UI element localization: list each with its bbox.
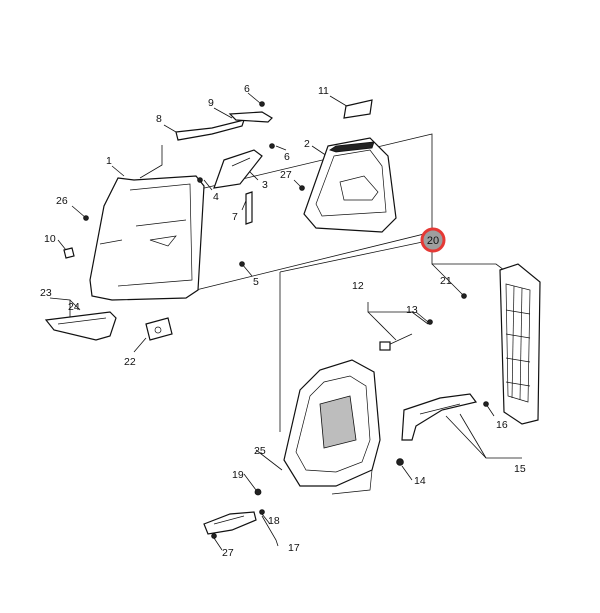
callout-8: 8 — [156, 113, 162, 125]
callout-14: 14 — [414, 475, 426, 487]
callout-6b: 6 — [284, 151, 290, 163]
callout-3: 3 — [262, 179, 268, 191]
callout-25: 25 — [254, 445, 266, 457]
callout-23: 23 — [40, 287, 52, 299]
callout-17: 17 — [288, 542, 300, 554]
highlight-ring-icon — [420, 227, 446, 253]
part-17-18-lower-piece — [203, 511, 257, 535]
callout-26: 26 — [56, 195, 68, 207]
part-2-headlamp — [303, 137, 397, 233]
part-8-trim-strip — [175, 119, 245, 141]
callout-2: 2 — [304, 138, 310, 150]
callout-24: 24 — [68, 301, 80, 313]
part-23-24-lower-trim — [44, 311, 117, 341]
highlighted-callout-20[interactable]: 20 — [420, 227, 446, 253]
callout-21: 21 — [440, 275, 452, 287]
callout-15: 15 — [514, 463, 526, 475]
callout-9: 9 — [208, 97, 214, 109]
callout-27a: 27 — [280, 169, 292, 181]
part-22-cover-plate — [145, 317, 173, 341]
callout-labels: 1 2 3 4 5 6 6 7 8 9 10 11 12 13 14 15 16… — [40, 83, 526, 559]
part-15-16-arm-bracket — [401, 393, 478, 441]
callout-4: 4 — [213, 191, 219, 203]
callout-10: 10 — [44, 233, 56, 245]
callout-22: 22 — [124, 356, 136, 368]
part-9-upper-trim — [228, 111, 273, 123]
callout-11: 11 — [318, 85, 329, 97]
part-1-lamp-housing — [89, 175, 205, 301]
callout-6a: 6 — [244, 83, 250, 95]
part-3-lens-insert — [213, 149, 263, 189]
part-12-13-bolt — [379, 333, 413, 351]
callout-13: 13 — [406, 304, 418, 316]
callout-20: 20 — [427, 235, 439, 247]
callout-5: 5 — [253, 276, 259, 288]
leader-lines — [49, 92, 522, 551]
callout-1: 1 — [106, 155, 112, 167]
callout-19: 19 — [232, 469, 244, 481]
callout-7: 7 — [232, 211, 238, 223]
part-20-grille-panel — [499, 263, 541, 425]
part-25-mounting-frame — [283, 359, 381, 495]
callout-27b: 27 — [222, 547, 234, 559]
part-11-plate — [343, 99, 373, 119]
callout-12: 12 — [352, 280, 364, 292]
part-7-bracket — [245, 191, 253, 225]
part-10-clip — [63, 247, 75, 259]
callout-16: 16 — [496, 419, 508, 431]
fasteners — [83, 101, 489, 539]
callout-18: 18 — [268, 515, 280, 527]
